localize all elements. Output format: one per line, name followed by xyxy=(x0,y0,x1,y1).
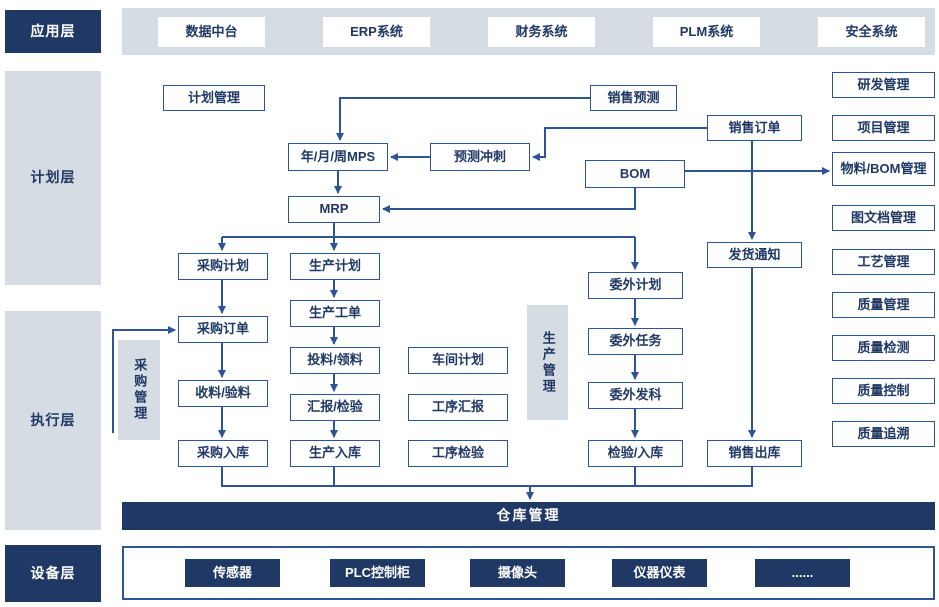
node-production-mgmt: 生产管理 xyxy=(527,305,568,420)
node-material-bom: 物料/BOM管理 xyxy=(832,152,935,186)
node-sales-forecast: 销售预测 xyxy=(590,85,677,111)
connector xyxy=(382,188,636,213)
node-outsource-task: 委外任务 xyxy=(588,328,683,355)
node-purchase-mgmt: 采购管理 xyxy=(118,340,160,440)
device-camera: 摄像头 xyxy=(470,559,565,587)
device-sensor: 传感器 xyxy=(185,559,280,587)
device-more: ...... xyxy=(755,559,850,587)
node-production-plan: 生产计划 xyxy=(290,253,380,280)
node-workshop-plan: 车间计划 xyxy=(408,347,508,374)
node-outsource-issue: 委外发科 xyxy=(588,382,683,409)
connector xyxy=(336,97,590,141)
app-system-data-platform: 数据中台 xyxy=(158,17,265,47)
node-feeding: 投料/领料 xyxy=(290,347,380,374)
node-quality-mgmt: 质量管理 xyxy=(832,292,935,318)
node-purchase-inbound: 采购入库 xyxy=(178,440,268,467)
node-plan-mgmt: 计划管理 xyxy=(163,85,265,111)
node-project-mgmt: 项目管理 xyxy=(832,115,935,141)
node-bom: BOM xyxy=(585,160,685,188)
node-process-inspect: 工序检验 xyxy=(408,440,508,467)
node-inspect-inbound: 检验/入库 xyxy=(588,440,683,467)
node-sales-order: 销售订单 xyxy=(707,115,802,141)
layer-label-plan: 计划层 xyxy=(5,71,101,285)
node-sales-outbound: 销售出库 xyxy=(707,440,802,467)
node-outsource-plan: 委外计划 xyxy=(588,272,683,299)
node-purchase-plan: 采购计划 xyxy=(178,253,268,280)
layer-label-exec: 执行层 xyxy=(5,311,101,530)
node-rd-mgmt: 研发管理 xyxy=(832,72,935,98)
node-doc-mgmt: 图文档管理 xyxy=(832,205,935,231)
device-plc: PLC控制柜 xyxy=(330,559,425,587)
layer-label-device: 设备层 xyxy=(5,545,101,602)
node-process-report: 工序汇报 xyxy=(408,394,508,421)
node-work-order: 生产工单 xyxy=(290,300,380,327)
node-quality-test: 质量检测 xyxy=(832,335,935,361)
node-forecast-check: 预测冲刺 xyxy=(430,143,530,171)
node-production-inbound: 生产入库 xyxy=(290,440,380,467)
warehouse-bar: 仓库管理 xyxy=(122,502,935,530)
node-quality-trace: 质量追溯 xyxy=(832,421,935,447)
node-report-inspect: 汇报/检验 xyxy=(290,394,380,421)
layer-label-app: 应用层 xyxy=(5,10,101,53)
node-receiving: 收料/验料 xyxy=(178,380,268,407)
app-system-erp: ERP系统 xyxy=(323,17,430,47)
node-mrp: MRP xyxy=(288,196,380,223)
app-system-security: 安全系统 xyxy=(818,17,925,47)
node-quality-ctrl: 质量控制 xyxy=(832,378,935,404)
device-instrument: 仪器仪表 xyxy=(612,559,707,587)
node-mps: 年/月/周MPS xyxy=(288,143,388,171)
node-purchase-order: 采购订单 xyxy=(178,316,268,343)
app-system-finance: 财务系统 xyxy=(488,17,595,47)
node-ship-notice: 发货通知 xyxy=(707,242,802,268)
app-system-plm: PLM系统 xyxy=(653,17,760,47)
node-process-mgmt: 工艺管理 xyxy=(832,249,935,275)
connector xyxy=(532,127,707,161)
